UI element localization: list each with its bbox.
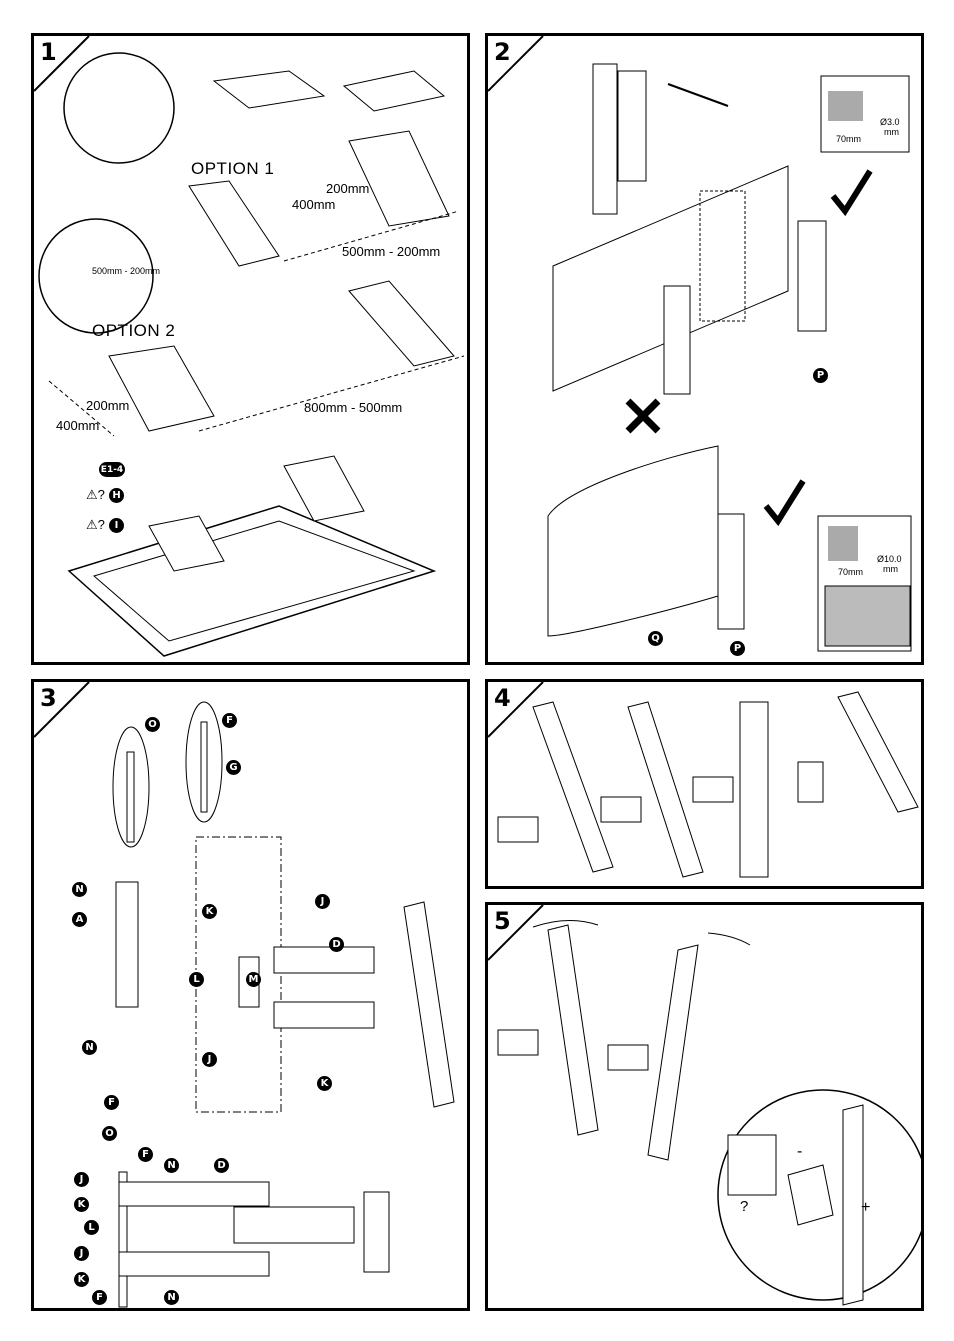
step-5-illustration xyxy=(488,905,921,1306)
part-badge-i: I xyxy=(109,518,124,533)
part-badge-j: J xyxy=(315,894,330,909)
part-badge-f: F xyxy=(92,1290,107,1305)
drill-depth: 70mm xyxy=(838,567,864,577)
part-badge-l: L xyxy=(189,972,204,987)
part-badge-f: F xyxy=(222,713,237,728)
part-badge-q: Q xyxy=(648,631,663,646)
dimension-200mm: 200mm xyxy=(326,181,370,196)
part-badge-k: K xyxy=(74,1272,89,1287)
warning-icon: ⚠? xyxy=(86,517,105,532)
dimension-800-500mm: 800mm - 500mm xyxy=(304,400,403,415)
part-badge-n: N xyxy=(82,1040,97,1055)
part-badge-j: J xyxy=(202,1052,217,1067)
part-badge-k: K xyxy=(317,1076,332,1091)
part-badge-f: F xyxy=(104,1095,119,1110)
part-badge-g: G xyxy=(226,760,241,775)
part-badge-j: J xyxy=(74,1172,89,1187)
part-badge-d: D xyxy=(329,937,344,952)
part-badge-d: D xyxy=(214,1158,229,1173)
dimension-500-200mm: 500mm - 200mm xyxy=(342,244,441,259)
panel-step-1: 1 OPTION 1 200mm 400mm 500mm - 200mm 500… xyxy=(31,33,470,665)
part-badge-p: P xyxy=(813,368,828,383)
panel-step-5: 5 - + ? xyxy=(485,902,924,1311)
level-question: ? xyxy=(740,1198,749,1215)
drill-diameter: Ø3.0 xyxy=(880,117,900,127)
part-badge-n: N xyxy=(164,1158,179,1173)
adjust-minus: - xyxy=(797,1143,803,1160)
option-1-label: OPTION 1 xyxy=(191,159,275,178)
step-number: 4 xyxy=(494,684,511,712)
step-1-illustration xyxy=(34,36,465,657)
drill-unit: mm xyxy=(883,564,898,574)
adjust-plus: + xyxy=(861,1199,871,1216)
part-badge-n: N xyxy=(164,1290,179,1305)
part-badge-f: F xyxy=(138,1147,153,1162)
drill-diameter: Ø10.0 xyxy=(877,554,902,564)
step-2-illustration xyxy=(488,36,912,652)
step-number: 2 xyxy=(494,38,511,66)
part-badge-o: O xyxy=(102,1126,117,1141)
dimension-400mm: 400mm xyxy=(292,197,336,212)
drill-unit: mm xyxy=(884,127,899,137)
option-2-label: OPTION 2 xyxy=(92,321,176,340)
option-2-dimension-400mm: 400mm xyxy=(56,418,100,433)
part-badge-k: K xyxy=(202,904,217,919)
part-badge-l: L xyxy=(84,1220,99,1235)
part-badge-k: K xyxy=(74,1197,89,1212)
step-4-illustration xyxy=(488,682,919,878)
step-number: 3 xyxy=(40,684,57,712)
warning-icon: ⚠? xyxy=(86,487,105,502)
step-number: 1 xyxy=(40,38,57,66)
part-badge-n: N xyxy=(72,882,87,897)
part-badge-m: M xyxy=(246,972,261,987)
panel-step-3: 3 O F G N A K L M J D J K N F O F N D J … xyxy=(31,679,470,1311)
dimension-small-500-200mm: 500mm - 200mm xyxy=(92,266,161,276)
part-badge-p: P xyxy=(730,641,745,656)
part-badge-h: H xyxy=(109,488,124,503)
option-2-dimension-200mm: 200mm xyxy=(86,398,130,413)
part-badge-a: A xyxy=(72,912,87,927)
panel-step-4: 4 xyxy=(485,679,924,889)
step-3-illustration xyxy=(34,682,455,1308)
panel-step-2: 2 Ø3.0 mm 70mm P Ø10.0 mm 70mm Q P xyxy=(485,33,924,665)
part-badge-o: O xyxy=(145,717,160,732)
step-number: 5 xyxy=(494,907,511,935)
part-badge-j: J xyxy=(74,1246,89,1261)
drill-depth: 70mm xyxy=(836,134,862,144)
